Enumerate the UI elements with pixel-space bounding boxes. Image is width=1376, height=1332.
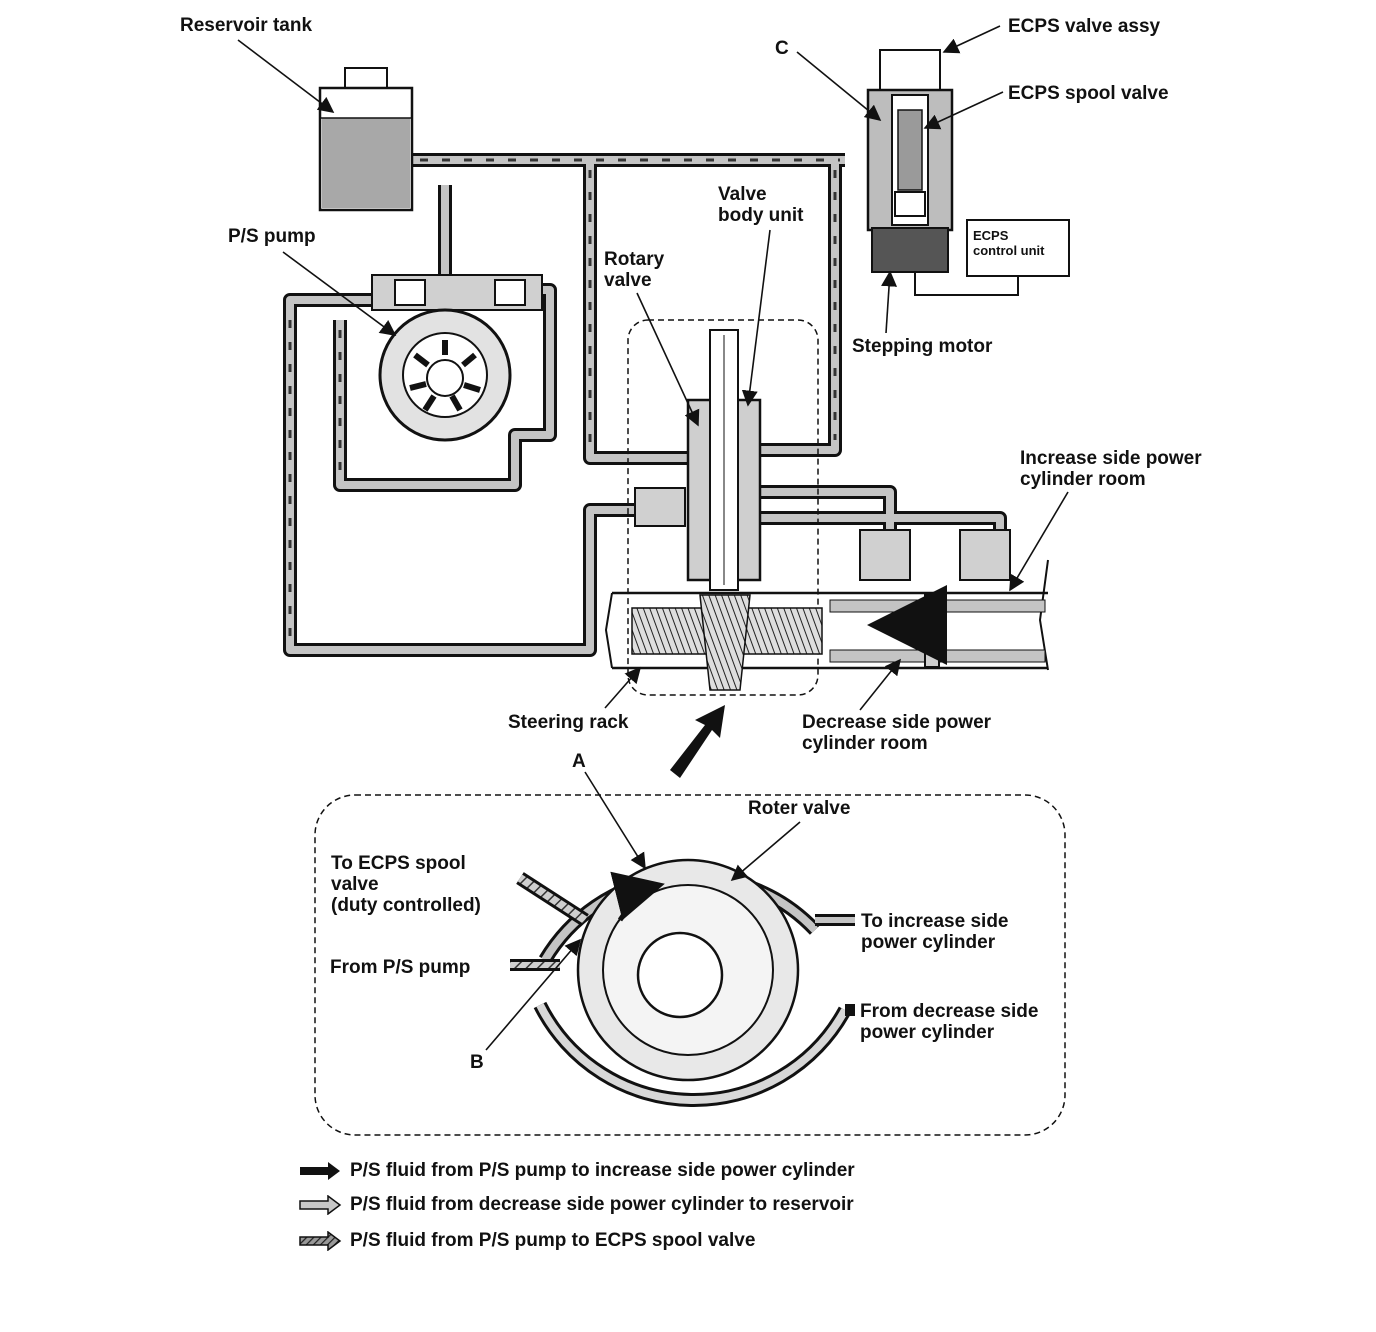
label-ecps-spool-valve: ECPS spool valve (1008, 83, 1169, 104)
valve-body-unit (627, 319, 819, 696)
label-steering-rack: Steering rack (508, 712, 629, 733)
detail-pointer-arrow (670, 705, 725, 778)
label-to-increase-side: To increase side power cylinder (861, 911, 1009, 953)
label-rotary-valve: Rotary valve (604, 249, 665, 291)
pipe-network (283, 153, 1007, 657)
label-reservoir-tank: Reservoir tank (180, 15, 313, 36)
ecps-valve-assy (866, 49, 954, 273)
legend-item-light: P/S fluid from decrease side power cylin… (298, 1192, 854, 1218)
label-b: B (470, 1052, 484, 1073)
label-ecps-control-unit: ECPS control unit (973, 228, 1045, 258)
label-to-ecps-spool: To ECPS spool valve (duty controlled) (331, 853, 481, 916)
legend-item-solid: P/S fluid from P/S pump to increase side… (298, 1158, 855, 1184)
legend-item-hatched: P/S fluid from P/S pump to ECPS spool va… (298, 1228, 755, 1254)
ps-pump (371, 274, 543, 442)
label-roter-valve: Roter valve (748, 798, 851, 819)
label-stepping-motor: Stepping motor (852, 336, 993, 357)
legend-label: P/S fluid from P/S pump to increase side… (350, 1160, 855, 1181)
leader-lines (237, 25, 1069, 1051)
reservoir-tank (318, 67, 414, 212)
solid-arrow-icon (300, 1162, 340, 1180)
steering-rack (604, 529, 1049, 691)
label-ps-pump: P/S pump (228, 226, 316, 247)
label-from-ps-pump: From P/S pump (330, 957, 471, 978)
label-c: C (775, 38, 789, 59)
legend-label: P/S fluid from decrease side power cylin… (350, 1194, 854, 1215)
ecps-control-unit (914, 219, 1070, 296)
label-ecps-valve-assy: ECPS valve assy (1008, 16, 1161, 37)
label-from-decrease-side: From decrease side power cylinder (860, 1001, 1039, 1043)
label-valve-body-unit: Valve body unit (718, 184, 804, 226)
label-a: A (572, 751, 586, 772)
light-arrow-icon (299, 1195, 342, 1215)
rotary-valve-detail (314, 794, 1066, 1136)
legend-label: P/S fluid from P/S pump to ECPS spool va… (350, 1230, 756, 1251)
label-decrease-side-room: Decrease side power cylinder room (802, 712, 992, 754)
label-increase-side-room: Increase side power cylinder room (1020, 448, 1202, 490)
hatched-arrow-icon (299, 1231, 342, 1251)
